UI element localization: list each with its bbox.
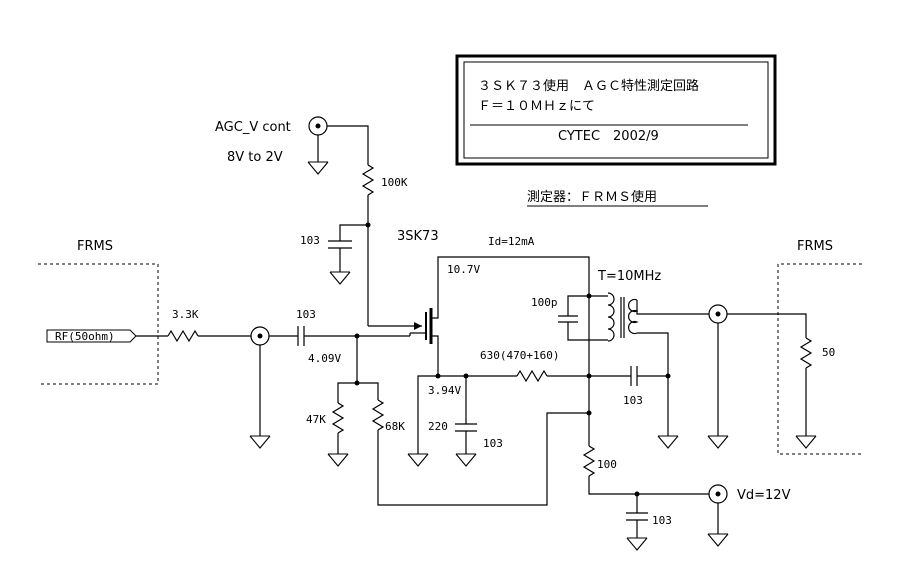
r-50-label: 50 bbox=[822, 346, 835, 359]
resistor-100 bbox=[582, 445, 596, 477]
title-line2: Ｆ＝１０ＭＨｚにて bbox=[478, 99, 595, 114]
c-100p-label: 100p bbox=[531, 296, 558, 309]
r-47k-label: 47K bbox=[306, 413, 326, 426]
frms-right-box bbox=[777, 263, 862, 455]
v-drain-label: 10.7V bbox=[447, 263, 480, 276]
agc-connector bbox=[308, 116, 328, 136]
title-line1: ３ＳＫ７３使用 ＡＧＣ特性測定回路 bbox=[478, 78, 699, 94]
ground-c103-top bbox=[329, 271, 351, 285]
ground-agc bbox=[307, 161, 329, 175]
agc-cont-label: AGC_V cont bbox=[215, 120, 291, 135]
ground-c103-vd bbox=[626, 537, 648, 551]
ground-output bbox=[707, 435, 729, 449]
id-label: Id=12mA bbox=[488, 235, 535, 248]
r-68k-label: 68K bbox=[385, 420, 405, 433]
frms-left-label: FRMS bbox=[77, 239, 113, 254]
vd-label: Vd=12V bbox=[737, 488, 791, 503]
c-103-drain-label: 103 bbox=[623, 394, 643, 407]
c-103-in-label: 103 bbox=[296, 308, 316, 321]
v-gate-label: 4.09V bbox=[308, 352, 341, 365]
resistor-47k bbox=[331, 402, 345, 434]
transistor-label: 3SK73 bbox=[397, 229, 439, 244]
c-103-src-label: 103 bbox=[483, 437, 503, 450]
v-source-label: 3.94V bbox=[428, 384, 461, 397]
ground-47k bbox=[327, 453, 349, 467]
title-credit: CYTEC 2002/9 bbox=[558, 129, 659, 144]
r-3k3-label: 3.3K bbox=[172, 308, 199, 321]
ground-frms-right bbox=[795, 435, 817, 449]
input-connector bbox=[250, 326, 270, 346]
resistor-68k bbox=[371, 399, 385, 431]
output-connector bbox=[708, 304, 728, 324]
r-100k-label: 100K bbox=[381, 176, 408, 189]
transformer-primary bbox=[588, 292, 615, 342]
instrument-note: 測定器：ＦＲＭＳ使用 bbox=[527, 189, 657, 205]
resistor-100k bbox=[361, 164, 375, 196]
ground-input bbox=[249, 435, 271, 449]
frms-right-label: FRMS bbox=[797, 239, 833, 254]
transformer-secondary bbox=[628, 298, 639, 335]
rf-input-tag: RF(50ohm) bbox=[46, 329, 137, 343]
resistor-50 bbox=[799, 337, 813, 369]
resistor-3k3 bbox=[167, 329, 199, 343]
vd-connector bbox=[708, 484, 728, 504]
title-box: ３ＳＫ７３使用 ＡＧＣ特性測定回路 Ｆ＝１０ＭＨｚにて CYTEC 2002/9 bbox=[455, 54, 777, 166]
r-630-label: 630(470+160) bbox=[480, 349, 559, 362]
rf-input-label: RF(50ohm) bbox=[55, 330, 115, 343]
c-103-vd-label: 103 bbox=[652, 514, 672, 527]
frms-left-box bbox=[38, 263, 159, 385]
mosfet-3sk73 bbox=[410, 308, 433, 344]
transformer-label: T=10MHz bbox=[597, 269, 661, 284]
c-103-top-label: 103 bbox=[300, 234, 320, 247]
r-100-label: 100 bbox=[597, 458, 617, 471]
ground-c220 bbox=[455, 453, 477, 467]
agc-range-label: 8V to 2V bbox=[227, 150, 283, 165]
ground-vd bbox=[707, 533, 729, 547]
c-220-label: 220 bbox=[428, 420, 448, 433]
resistor-630 bbox=[516, 369, 548, 383]
ground-source bbox=[407, 453, 429, 467]
ground-transformer bbox=[657, 435, 679, 449]
